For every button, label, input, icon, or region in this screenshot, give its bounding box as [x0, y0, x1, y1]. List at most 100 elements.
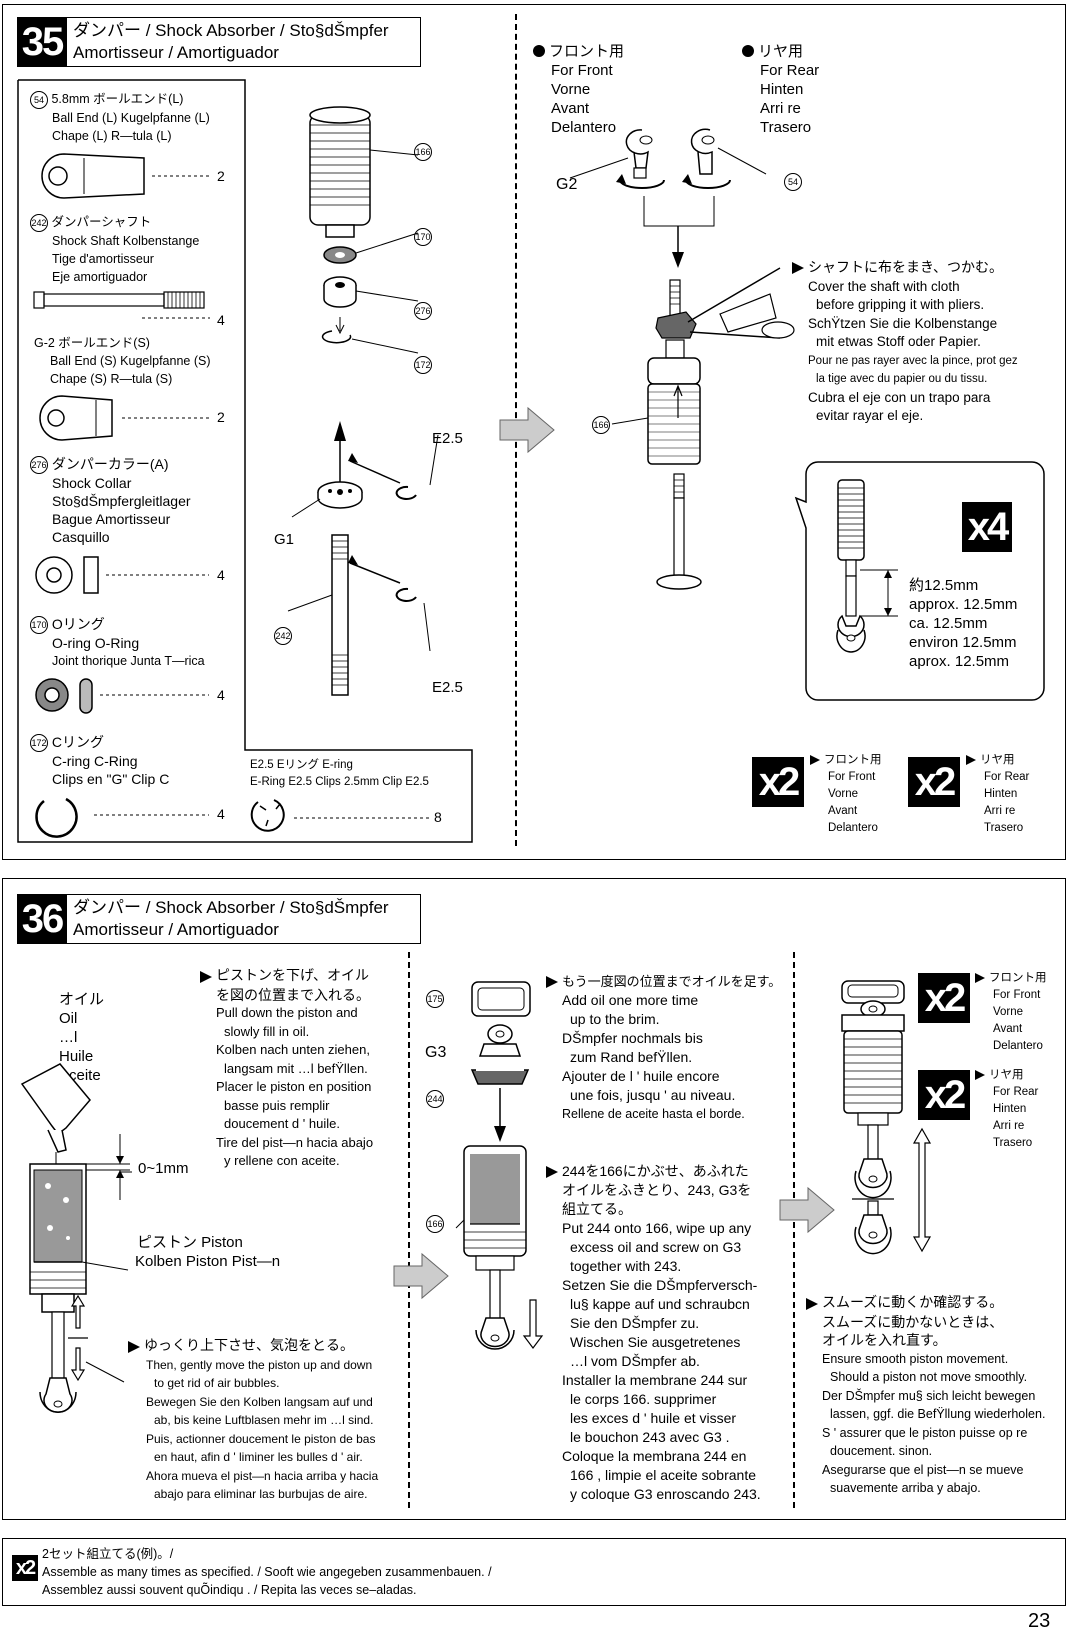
move-note-en1: Then, gently move the piston up and down	[146, 1357, 373, 1372]
x2-rear-36-fr: Arri re	[993, 1120, 1025, 1132]
shaft-note-es2: evitar rayar el eje.	[816, 408, 924, 423]
pull-note-de1: Kolben nach unten ziehen,	[216, 1042, 370, 1057]
cap-note-fr1: Installer la membrane 244 sur	[562, 1372, 748, 1388]
pull-note-de2: langsam mit …l befŸllen.	[224, 1060, 368, 1076]
cap-note-jp2: オイルをふきとり、243, G3を	[562, 1182, 752, 1198]
cap-note-de2: lu§ kappe auf und schraubcn	[570, 1296, 750, 1312]
cap-note-es3: y coloque G3 enroscando 243.	[570, 1486, 761, 1502]
cap-note-fr4: le bouchon 243 avec G3 .	[570, 1429, 730, 1445]
front-label-en: For Front	[551, 62, 613, 79]
part-170-name-en: O-ring O-Ring	[52, 635, 140, 652]
part-242-name-fr: Tige d'amortisseur	[52, 251, 154, 266]
move-note-es1: Ahora mueva el pist—n hacia arriba y hac…	[146, 1468, 379, 1483]
part-276-name-de: Sto§dŠmpfergleitlager	[52, 493, 191, 510]
cap-assembly-diagram	[455, 981, 544, 1350]
x2-front-badge-36: x2	[918, 973, 970, 1023]
part-242-name-jp: ダンパーシャフト	[51, 215, 152, 229]
smooth-note-fr2: doucement. sinon.	[830, 1444, 933, 1458]
step-36-title-line1: ダンパー / Shock Absorber / Sto§dŠmpfer	[73, 898, 389, 917]
step-35-title-line1: ダンパー / Shock Absorber / Sto§dŠmpfer	[73, 21, 389, 40]
smooth-note-en2: Should a piston not move smoothly.	[830, 1370, 1028, 1384]
label-g1: G1	[274, 531, 295, 548]
e-ring-line2: E-Ring E2.5 Clips 2.5mm Clip E2.5	[250, 776, 429, 788]
part-170-ref: 170	[30, 616, 48, 635]
piston-jp: ピストン Piston	[137, 1234, 243, 1251]
label-172: 172	[414, 356, 432, 374]
pull-piston-note: ピストンを下げ、オイル を図の位置まで入れる。 Pull down the pi…	[200, 966, 373, 1171]
smooth-note-fr1: S ' assurer que le piston puisse op re	[822, 1425, 1028, 1440]
shaft-note-en2: before gripping it with pliers.	[816, 297, 985, 312]
x4-badge: x4	[962, 502, 1012, 552]
label-g2: G2	[556, 176, 578, 193]
label-244-circle: 244	[426, 1090, 444, 1108]
x2-rear-label: リヤ用 For Rear Hinten Arri re Trasero	[966, 752, 1029, 837]
smooth-note-es1: Asegurarse que el pist—n se mueve	[822, 1462, 1024, 1477]
part-172-qty: 4	[217, 806, 225, 822]
part-172-text: 172 Cリング C-ring C-Ring Clips en "G" Clip…	[30, 733, 169, 788]
footer-en: Assemble as many times as specified. / S…	[42, 1565, 492, 1579]
rear-label-fr: Arri re	[760, 100, 801, 117]
cap-note-de5: …l vom DŠmpfer ab.	[570, 1353, 700, 1369]
part-242-name-es: Eje amortiguador	[52, 269, 148, 284]
x2-rear-fr: Arri re	[984, 805, 1016, 817]
part-54-text: 54 5.8mm ボールエンド(L) Ball End (L) Kugelpfa…	[30, 90, 210, 145]
shaft-note-de2: mit etwas Stoff oder Papier.	[816, 334, 981, 349]
cap-note-de1: Setzen Sie die DŠmpferversch-	[562, 1277, 758, 1293]
part-54-qty: 2	[217, 168, 225, 184]
part-170-qty: 4	[217, 687, 225, 703]
part-276-name-jp: ダンパーカラー(A)	[51, 456, 169, 472]
refill-note-fr1: Ajouter de l ' huile encore	[562, 1068, 720, 1084]
cap-note-fr3: les exces d ' huile et visser	[570, 1410, 737, 1426]
step-36-frame	[2, 878, 1066, 1520]
c-ring-drawing	[35, 797, 209, 838]
label-170: 170	[414, 228, 432, 246]
move-note-de2: ab, bis keine Luftblasen mehr im …l sind…	[154, 1413, 374, 1427]
label-276: 276	[414, 302, 432, 320]
step-36-flow-arrow-1	[393, 1252, 449, 1300]
x2-front-36-jp: フロント用	[989, 972, 1047, 984]
refill-note-de2: zum Rand befŸllen.	[570, 1049, 693, 1065]
part-54-name-en: Ball End (L) Kugelpfanne (L)	[52, 110, 210, 125]
x2-rear-36-en: For Rear	[993, 1086, 1039, 1098]
part-276-name-es: Casquillo	[52, 529, 110, 546]
oil-en: Oil	[59, 1010, 78, 1027]
part-276-qty: 4	[217, 567, 225, 583]
move-piston-note: ゆっくり上下させ、気泡をとる。 Then, gently move the pi…	[128, 1336, 378, 1504]
label-e25-top: E2.5	[432, 430, 463, 447]
front-label-jp: フロント用	[549, 43, 625, 60]
cap-note-en3: together with 243.	[570, 1258, 682, 1274]
cap-note-es2: 166 , limpie el aceite sobrante	[570, 1467, 756, 1483]
refill-note-jp: もう一度図の位置までオイルを足す。	[562, 974, 782, 989]
step-35-flow-arrow	[499, 406, 555, 454]
parts-list-outline	[17, 79, 473, 843]
x2-front-jp: フロント用	[824, 754, 882, 766]
piston-multi: Kolben Piston Pist—n	[135, 1253, 281, 1270]
ball-end-install-diagram	[569, 128, 795, 590]
cap-note-jp3: 組立てる。	[562, 1201, 632, 1217]
part-276-text: 276 ダンパーカラー(A) Shock Collar Sto§dŠmpferg…	[30, 455, 191, 546]
move-note-de1: Bewegen Sie den Kolben langsam auf und	[146, 1394, 373, 1409]
smooth-note-jp2: スムーズに動かないときは、	[822, 1313, 1004, 1330]
rear-label-de: Hinten	[760, 81, 804, 98]
shock-assembly-diagram	[287, 106, 439, 696]
shaft-note-es1: Cubra el eje con un trapo para	[808, 389, 991, 405]
step-35-title: ダンパー / Shock Absorber / Sto§dŠmpfer Amor…	[67, 17, 421, 67]
x2-rear-de: Hinten	[984, 788, 1018, 800]
front-label-es: Delantero	[551, 119, 617, 136]
part-54-name-jp: 5.8mm ボールエンド(L)	[51, 92, 184, 106]
step-36-flow-arrow-2	[779, 1186, 835, 1234]
step-36-number: 36	[17, 894, 67, 944]
pull-note-en2: slowly fill in oil.	[224, 1023, 310, 1039]
label-242: 242	[274, 627, 292, 645]
front-label: フロント用 For Front Vorne Avant Delantero	[533, 42, 624, 137]
length-fr: environ 12.5mm	[909, 634, 1017, 651]
smooth-note-es2: suavemente arriba y abajo.	[830, 1481, 981, 1495]
cap-note-en1: Put 244 onto 166, wipe up any	[562, 1220, 752, 1236]
piston-label: ピストン Piston Kolben Piston Pist—n	[135, 1233, 280, 1271]
move-note-fr1: Puis, actionner doucement le piston de b…	[146, 1431, 376, 1446]
shaft-note-de1: SchŸtzen Sie die Kolbenstange	[808, 315, 998, 331]
part-54-name-fr: Chape (L) R—tula (L)	[52, 128, 172, 143]
x2-front-36-es: Delantero	[993, 1040, 1043, 1052]
pull-note-es2: y rellene con aceite.	[224, 1153, 340, 1168]
part-170-name-jp: Oリング	[51, 616, 105, 632]
